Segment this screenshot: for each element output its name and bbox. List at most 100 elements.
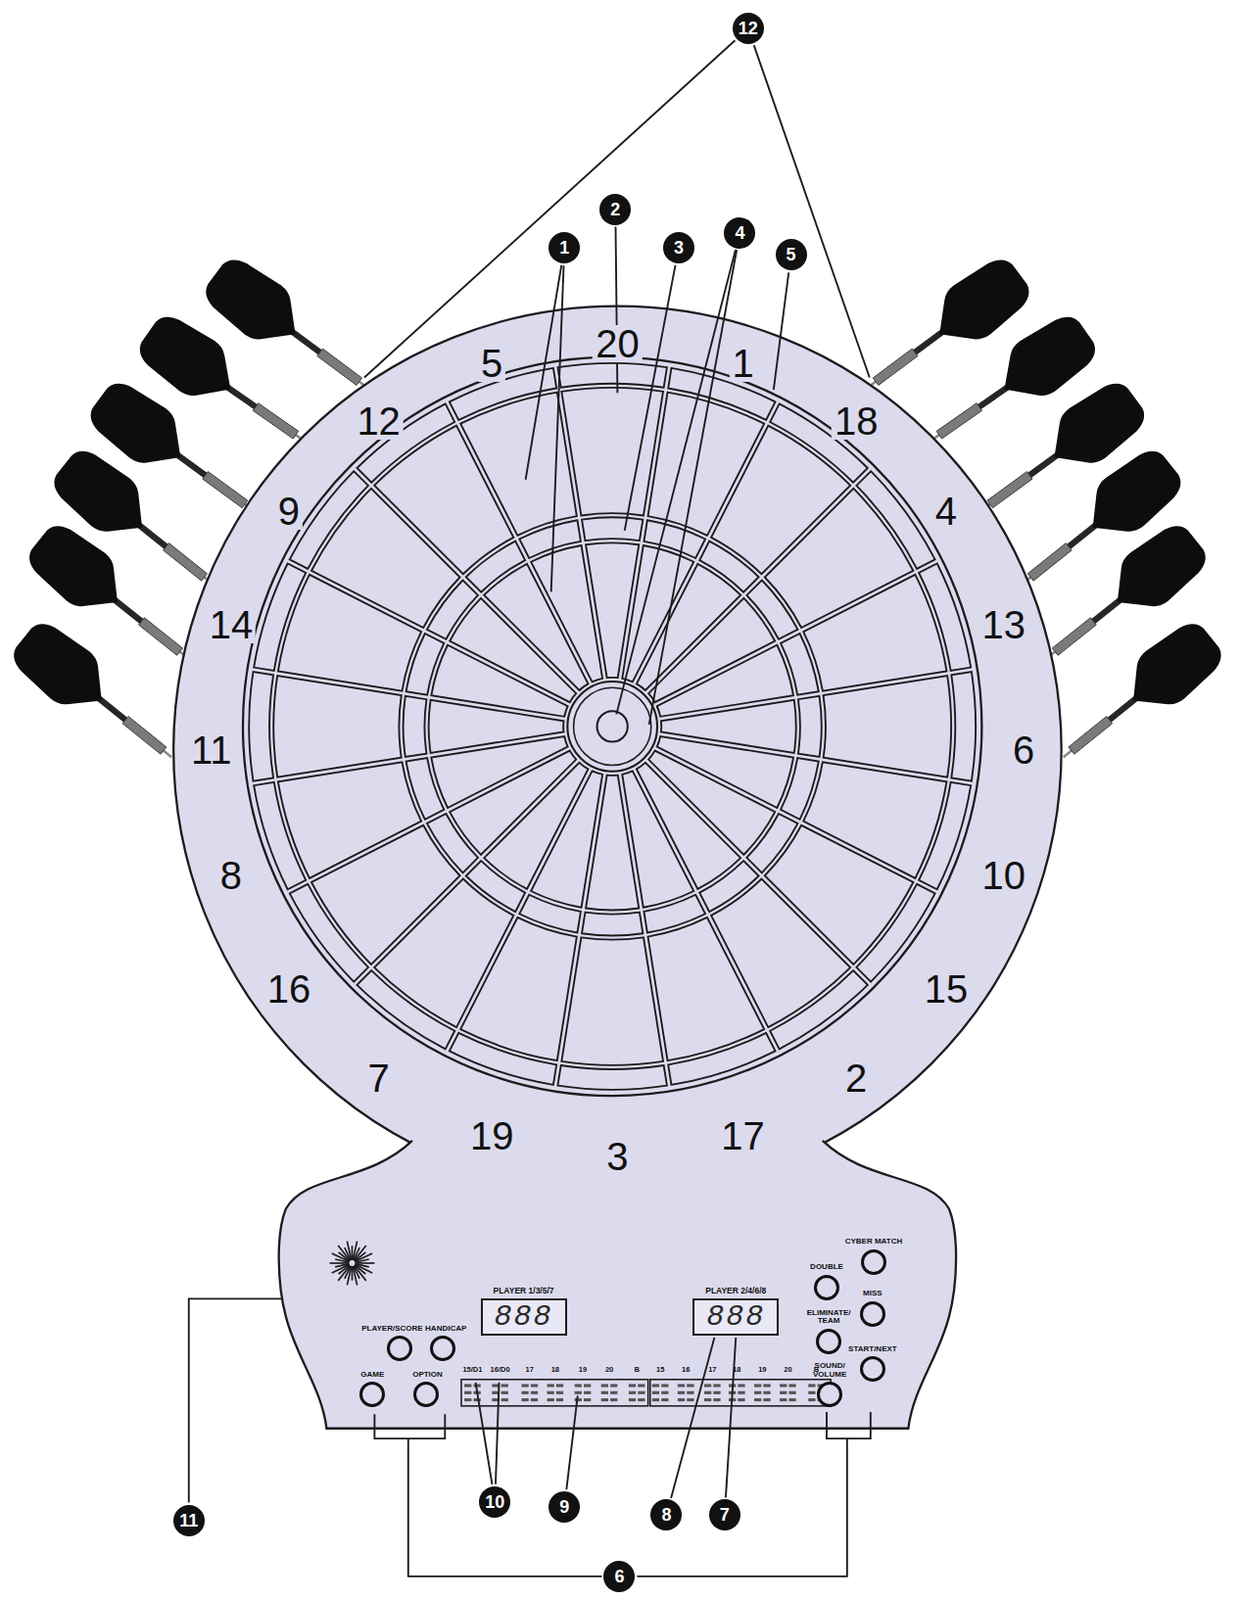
- cricket-dash: [808, 1398, 815, 1402]
- label-holder: B: [633, 1366, 639, 1375]
- board-segment: [530, 545, 603, 682]
- label-holder: 17: [717, 1117, 768, 1155]
- button-svg: [412, 1381, 440, 1409]
- label-holder: 16: [681, 1366, 690, 1375]
- segment-number: 3: [603, 1138, 631, 1176]
- cricket-label: B: [633, 1366, 639, 1375]
- button-circle: [817, 1331, 841, 1354]
- board-segment: [357, 970, 456, 1050]
- button-label: DOUBLE: [810, 1263, 844, 1273]
- board-segment: [856, 471, 935, 570]
- cricket-dash: [501, 1391, 509, 1395]
- label-holder: 15: [656, 1366, 665, 1375]
- cricket-label: 20: [605, 1366, 614, 1375]
- cricket-dash: [546, 1398, 554, 1402]
- cricket-dash: [610, 1391, 618, 1395]
- cricket-dash: [704, 1398, 712, 1402]
- label-holder: B: [813, 1366, 819, 1375]
- label-holder: 12: [353, 402, 404, 440]
- segment-number: 1: [728, 344, 757, 382]
- board-segment: [273, 675, 401, 778]
- label-holder: 15: [921, 970, 972, 1008]
- board-housing: [173, 306, 1062, 1195]
- cricket-dash: [546, 1383, 554, 1387]
- label-holder: 17: [525, 1366, 534, 1375]
- display-heading: PLAYER 2/4/6/8: [705, 1287, 766, 1296]
- label-holder: 15/D1: [462, 1366, 482, 1375]
- cricket-dash: [661, 1383, 668, 1387]
- dart-barrel: [1068, 716, 1113, 756]
- label-holder: 17: [708, 1366, 716, 1375]
- cricket-label: 15: [656, 1366, 665, 1375]
- cricket-dash: [610, 1383, 618, 1387]
- board-segment: [253, 564, 306, 671]
- segment-number: 4: [932, 492, 960, 530]
- cricket-dash: [556, 1391, 564, 1395]
- cricket-dash: [754, 1391, 762, 1395]
- label-holder: 19: [758, 1366, 766, 1375]
- cricket-dash: [464, 1398, 472, 1402]
- button-circle: [818, 1383, 842, 1407]
- cricket-dash: [788, 1398, 796, 1402]
- board-segment: [557, 1065, 668, 1091]
- segment-number: 2: [842, 1059, 870, 1097]
- dart-barrel: [872, 348, 918, 385]
- dart-barrel: [139, 618, 184, 656]
- sensor-ray: [352, 1266, 357, 1286]
- leader-line: [754, 45, 870, 378]
- board-segment: [248, 671, 274, 782]
- board-segment: [557, 363, 668, 388]
- cricket-dash: [652, 1383, 660, 1387]
- cricket-dash: [637, 1383, 645, 1387]
- label-holder: 8: [217, 857, 245, 895]
- board-segment: [289, 884, 369, 983]
- cricket-dash: [610, 1398, 618, 1402]
- leader-line: [670, 1337, 715, 1499]
- cricket-label: 19: [578, 1366, 587, 1375]
- callout-text: 3: [673, 238, 684, 257]
- segment-number: 13: [979, 606, 1030, 644]
- button-svg: [859, 1248, 888, 1277]
- label-holder: 18: [551, 1366, 560, 1375]
- label-holder: 16: [264, 970, 315, 1008]
- segment-number: 20: [592, 325, 643, 363]
- board-segment: [823, 675, 952, 778]
- callout-text: 2: [610, 200, 620, 219]
- cricket-dash: [530, 1383, 538, 1387]
- label-holder: 2: [842, 1059, 870, 1097]
- dart: [1044, 614, 1231, 781]
- cricket-dash: [583, 1391, 591, 1395]
- cricket-dash: [556, 1398, 564, 1402]
- board-segment: [798, 696, 822, 758]
- label-holder: 13: [979, 606, 1030, 644]
- callout-text: 4: [734, 224, 745, 242]
- callout-number: 4: [723, 217, 756, 249]
- button-svg: [814, 1328, 843, 1356]
- cricket-dash: [754, 1398, 762, 1402]
- label-holder: 20: [783, 1366, 792, 1375]
- button-label: HANDICAP: [425, 1325, 467, 1335]
- board-segment: [561, 937, 664, 1065]
- control-panel-outline: [279, 1141, 956, 1430]
- board-segment: [581, 912, 643, 937]
- callout-number: 7: [709, 1499, 741, 1531]
- leader-line: [616, 249, 736, 715]
- cricket-label: 16: [681, 1366, 690, 1375]
- cricket-dash: [737, 1398, 745, 1402]
- sensor-ray: [355, 1259, 370, 1263]
- callout-text: 7: [719, 1506, 730, 1525]
- bracket-line: [374, 1414, 445, 1439]
- board-segment: [769, 970, 868, 1050]
- control-button: OPTION: [410, 1371, 441, 1410]
- led-digits: 888: [706, 1302, 765, 1333]
- segment-number: 12: [353, 402, 404, 440]
- label-holder: 7: [365, 1059, 393, 1097]
- leader-line: [495, 1383, 500, 1485]
- dart-barrel: [163, 543, 208, 582]
- cricket-dash: [677, 1383, 685, 1387]
- segment-number: 10: [979, 857, 1030, 895]
- leader-line: [773, 272, 789, 390]
- control-button: GAME: [358, 1371, 386, 1410]
- led-window: 888: [692, 1298, 779, 1336]
